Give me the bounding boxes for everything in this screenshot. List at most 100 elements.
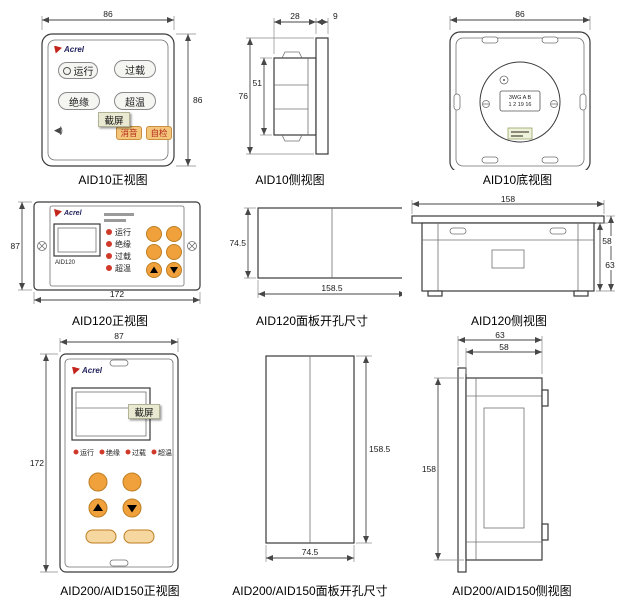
self-test-label: 自检	[150, 128, 168, 138]
dim-label-height: 86	[193, 95, 203, 105]
caption-aid120-cutout: AID120面板开孔尺寸	[255, 314, 369, 328]
dim-label-bg	[601, 236, 613, 246]
status-indicators: 运行 绝缘 过载 超温	[106, 227, 131, 273]
body-outline	[465, 377, 543, 561]
insulation-label: 绝缘	[69, 97, 89, 109]
caption-aid200-side: AID200/AID150侧视图	[452, 584, 572, 598]
dim-label-height: 172	[30, 458, 44, 468]
insulation-indicator: 绝缘	[58, 92, 100, 110]
panel-face	[49, 205, 185, 287]
dim-label-total-depth: 63	[605, 260, 615, 270]
vent-slot	[449, 227, 467, 235]
label-area	[491, 249, 525, 269]
acrel-logo: Acrel	[54, 209, 82, 217]
aid200-cutout-cell: 158.5 74.5 AID200/AID150面板开孔尺寸	[218, 330, 402, 598]
acrel-logo-text: Acrel	[82, 366, 103, 375]
terminal-label-plate	[499, 90, 541, 112]
body-detail-lines	[422, 223, 594, 291]
aid120-side-cell: 158 58 63 AID120侧视图	[400, 194, 618, 328]
insulation-label: 绝缘	[115, 239, 131, 249]
acrel-logo-icon	[54, 209, 62, 217]
aid200-cutout-drawing: 158.5 74.5	[265, 355, 391, 562]
dim-label-width: 172	[110, 289, 124, 299]
mute-button: 消音	[116, 126, 142, 140]
up-arrow-icon	[93, 503, 103, 511]
panel-face	[64, 358, 174, 568]
aid10-bottom-drawing: 3WG A B 1 2 19 16 86	[449, 9, 591, 170]
clip-bottom	[541, 523, 549, 541]
overtemp-label: 超温	[158, 448, 172, 457]
bezel-outline	[315, 37, 329, 155]
dim-label-height: 158.5	[369, 444, 391, 454]
run-label: 运行	[80, 448, 94, 457]
caption-aid200-front: AID200/AID150正视图	[60, 584, 180, 598]
panel-outline	[59, 353, 179, 573]
dim-label-width: 87	[114, 331, 124, 341]
overload-label: 过载	[115, 251, 131, 261]
aid10-front-drawing: 86 86	[41, 9, 203, 167]
caption-aid10-bottom: AID10底视图	[482, 173, 553, 187]
foot-right	[573, 290, 589, 297]
acrel-logo-text: Acrel	[64, 45, 85, 54]
overload-label: 过载	[132, 448, 146, 457]
down-arrow-icon	[170, 267, 178, 274]
dim-label-body-depth: 58	[499, 342, 509, 352]
clip-top	[541, 389, 549, 407]
function-button	[123, 529, 155, 544]
acrel-logo-icon	[72, 366, 80, 375]
model-text: AID120	[55, 260, 76, 266]
dim-label-body-depth: 28	[290, 11, 300, 21]
mounting-slot-bottom	[109, 559, 129, 567]
small-terminal	[499, 75, 509, 85]
aid10-front-cell: 86 86 Acrel 运行 过载 绝缘 超温 截屏 ◀) 消音 自检	[18, 8, 208, 187]
bezel-outline	[411, 215, 605, 224]
overtemp-label: 超温	[115, 263, 131, 273]
caption-aid200-cutout: AID200/AID150面板开孔尺寸	[232, 584, 388, 598]
self-test-button: 自检	[146, 126, 172, 140]
dim-label-body-height: 158	[422, 464, 436, 474]
panel-bezel	[47, 39, 169, 161]
dim-label-width: 74.5	[302, 547, 319, 557]
dim-label-width: 158	[501, 194, 515, 204]
fine-print-lines	[104, 213, 134, 222]
foot-left	[427, 290, 443, 297]
dim-label-width: 158.5	[321, 283, 343, 293]
dim-label-width: 86	[515, 9, 525, 19]
status-indicators: 运行 绝缘 过载 超温	[73, 448, 172, 457]
caption-aid10-side: AID10侧视图	[255, 173, 325, 187]
down-arrow-icon	[127, 505, 137, 513]
caption-aid10-front: AID10正视图	[78, 173, 148, 187]
overload-label: 过载	[125, 65, 145, 77]
label-area	[483, 407, 525, 529]
overtemp-label: 超温	[125, 97, 145, 109]
aid120-front-drawing: AID120 运行 绝缘 过载 超温	[11, 201, 201, 304]
aid120-front-cell: AID120 运行 绝缘 过载 超温	[8, 194, 212, 328]
aid200-front-cell: 运行 绝缘 过载 超温 87 172 A	[28, 330, 212, 598]
insulation-label: 绝缘	[106, 448, 120, 457]
terminal-text-1: 3WG A B	[509, 95, 532, 101]
dim-label-body-depth: 58	[602, 236, 612, 246]
caption-aid120-front: AID120正视图	[71, 314, 149, 328]
mounting-slot-top	[109, 359, 129, 367]
body-outline	[273, 57, 317, 136]
aid200-front-drawing: 运行 绝缘 过载 超温 87 172	[30, 331, 179, 573]
overtemp-indicator: 超温	[114, 92, 156, 110]
display-inner	[57, 227, 97, 253]
dim-label-height: 87	[11, 241, 21, 251]
bezel-outline	[457, 367, 467, 573]
body-detail-lines	[274, 58, 309, 135]
speaker-icon: ◀)	[54, 125, 63, 135]
screenshot-tag[interactable]: 截屏	[128, 404, 160, 419]
caption-aid120-side: AID120侧视图	[470, 314, 548, 328]
screw-terminals	[482, 100, 558, 108]
screenshot-tag[interactable]: 截屏	[98, 112, 130, 127]
aid10-side-cell: 28 9 76 51 AID10侧视图	[230, 8, 350, 187]
dim-label-total-depth: 63	[495, 330, 505, 340]
aid200-side-cell: 63 58 158 AID200/AID150侧视图	[406, 330, 618, 598]
aid120-side-drawing: 158 58 63	[411, 194, 617, 297]
overload-indicator: 过载	[114, 60, 156, 78]
nameplate-label	[507, 127, 533, 140]
mounting-slots	[453, 36, 587, 164]
vent-slot	[549, 227, 567, 235]
